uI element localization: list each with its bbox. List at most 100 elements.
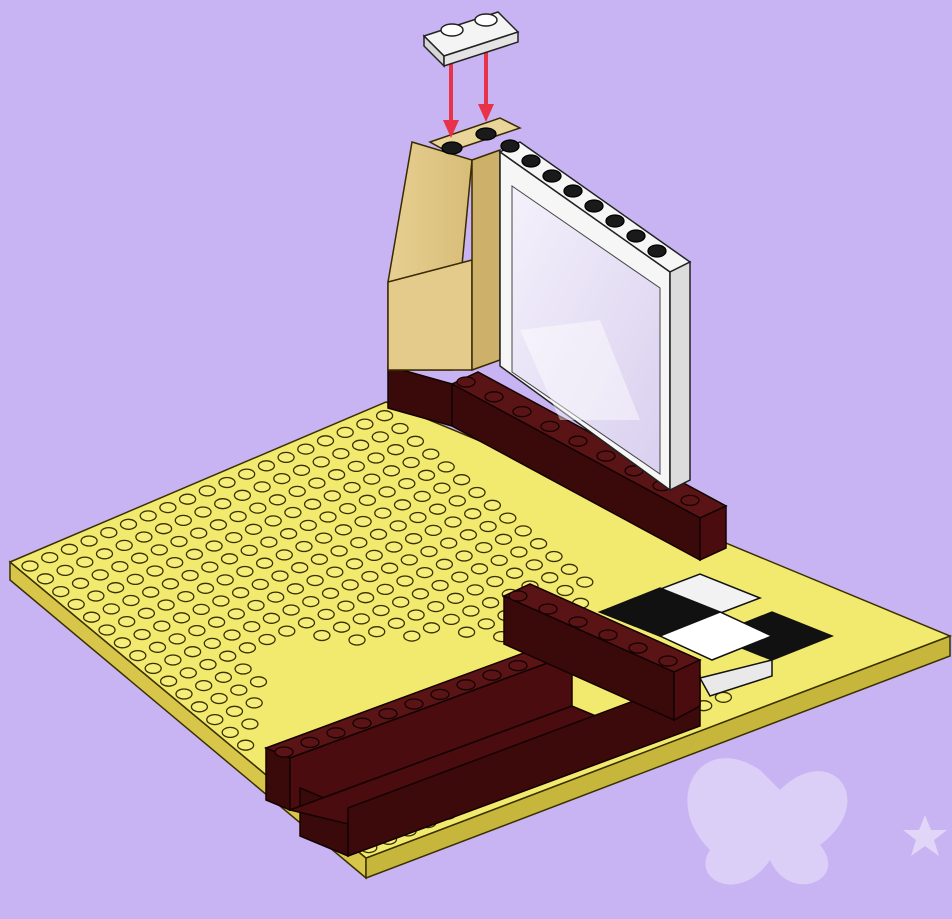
baseplate-stud: [193, 604, 209, 614]
baseplate-stud: [263, 613, 279, 623]
window-stud: [543, 170, 561, 182]
baseplate-stud: [299, 618, 315, 628]
brick-stud: [483, 670, 501, 680]
baseplate-stud: [278, 452, 294, 462]
baseplate-stud: [151, 545, 167, 555]
baseplate-stud: [279, 626, 295, 636]
star-watermark-icon: [903, 815, 947, 856]
baseplate-stud: [246, 698, 262, 708]
baseplate-stud: [362, 572, 378, 582]
baseplate-stud: [397, 576, 413, 586]
baseplate-stud: [465, 509, 481, 519]
baseplate-stud: [500, 513, 516, 523]
baseplate-stud: [364, 474, 380, 484]
baseplate-stud: [283, 605, 299, 615]
baseplate-stud: [463, 606, 479, 616]
baseplate-stud: [425, 525, 441, 535]
baseplate-stud: [393, 597, 409, 607]
baseplate-stud: [436, 559, 452, 569]
baseplate-stud: [424, 623, 440, 633]
window-frame-side: [670, 262, 690, 490]
baseplate-stud: [200, 660, 216, 670]
baseplate-stud: [140, 511, 156, 521]
baseplate-stud: [419, 470, 435, 480]
baseplate-stud: [213, 596, 229, 606]
baseplate-stud: [119, 617, 135, 627]
baseplate-stud: [220, 651, 236, 661]
baseplate-stud: [351, 538, 367, 548]
baseplate-stud: [259, 635, 275, 645]
baseplate-stud: [294, 465, 310, 475]
brick-stud: [457, 680, 475, 690]
baseplate-stud: [577, 577, 593, 587]
baseplate-stud: [318, 436, 334, 446]
baseplate-stud: [246, 524, 262, 534]
baseplate-stud: [158, 600, 174, 610]
baseplate-stud: [423, 449, 439, 459]
baseplate-stud: [147, 566, 163, 576]
baseplate-stud: [408, 610, 424, 620]
baseplate-stud: [239, 469, 255, 479]
butterfly-watermark-icon: [687, 758, 847, 884]
baseplate-stud: [77, 557, 93, 567]
baseplate-stud: [265, 516, 281, 526]
baseplate-stud: [114, 638, 130, 648]
baseplate-stud: [73, 578, 89, 588]
baseplate-stud: [239, 643, 255, 653]
window-stud: [585, 200, 603, 212]
baseplate-stud: [383, 466, 399, 476]
baseplate-stud: [287, 584, 303, 594]
baseplate-stud: [134, 630, 150, 640]
baseplate-stud: [130, 651, 146, 661]
baseplate-stud: [233, 588, 249, 598]
baseplate-stud: [154, 621, 170, 631]
baseplate-stud: [298, 444, 314, 454]
baseplate-stud: [167, 558, 183, 568]
baseplate-stud: [209, 617, 225, 627]
baseplate-stud: [344, 483, 360, 493]
baseplate-stud: [313, 457, 329, 467]
baseplate-stud: [270, 495, 286, 505]
baseplate-stud: [454, 475, 470, 485]
baseplate-stud: [410, 513, 426, 523]
baseplate-stud: [84, 612, 100, 622]
tan-stud: [442, 142, 462, 154]
baseplate-stud: [92, 570, 108, 580]
window-stud: [522, 155, 540, 167]
baseplate-stud: [274, 474, 290, 484]
baseplate-stud: [355, 517, 371, 527]
baseplate-stud: [324, 491, 340, 501]
baseplate-stud: [241, 545, 257, 555]
baseplate-stud: [334, 622, 350, 632]
baseplate-stud: [392, 424, 408, 434]
baseplate-stud: [377, 584, 393, 594]
baseplate-stud: [285, 508, 301, 518]
brick-stud: [513, 407, 531, 417]
baseplate-stud: [449, 496, 465, 506]
baseplate-stud: [145, 663, 161, 673]
baseplate-stud: [171, 537, 187, 547]
baseplate-stud: [210, 520, 226, 530]
baseplate-stud: [57, 565, 73, 575]
baseplate-stud: [258, 461, 274, 471]
brick-stud: [541, 421, 559, 431]
tan-stud: [476, 128, 496, 140]
baseplate-stud: [196, 681, 212, 691]
baseplate-stud: [195, 507, 211, 517]
baseplate-stud: [366, 550, 382, 560]
baseplate-stud: [175, 515, 191, 525]
baseplate-stud: [511, 547, 527, 557]
baseplate-stud: [307, 576, 323, 586]
baseplate-stud: [434, 483, 450, 493]
baseplate-stud: [237, 567, 253, 577]
tan-panel-side: [472, 150, 500, 370]
baseplate-stud: [222, 727, 238, 737]
baseplate-stud: [182, 571, 198, 581]
baseplate-stud: [189, 626, 205, 636]
baseplate-stud: [231, 685, 247, 695]
baseplate-stud: [97, 549, 113, 559]
baseplate-stud: [428, 602, 444, 612]
baseplate-stud: [261, 537, 277, 547]
baseplate-stud: [248, 601, 264, 611]
